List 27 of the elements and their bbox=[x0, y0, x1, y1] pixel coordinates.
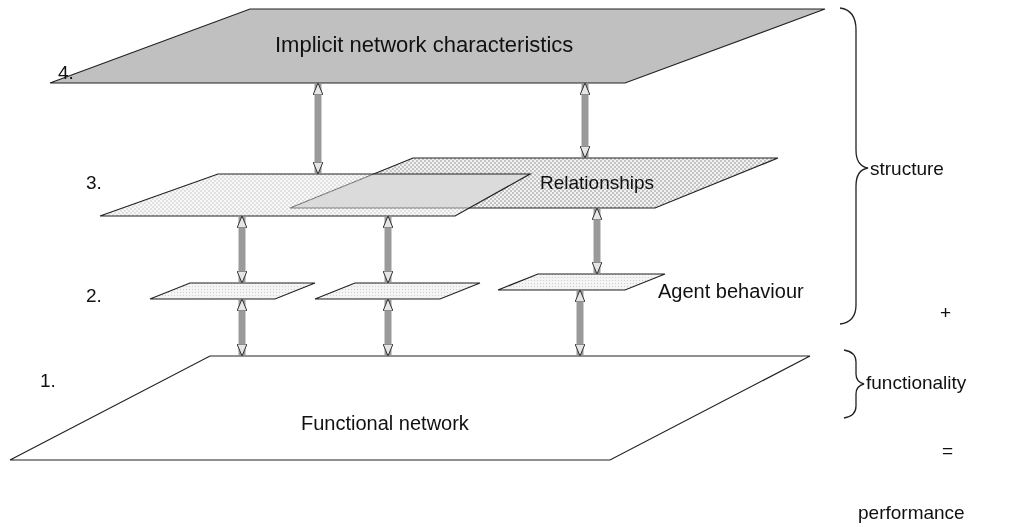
layer-plane bbox=[10, 356, 810, 460]
double-arrow bbox=[312, 82, 324, 175]
layer-plane bbox=[290, 158, 778, 208]
layer-plane bbox=[100, 174, 530, 216]
operator-sign: + bbox=[940, 302, 952, 324]
double-arrow bbox=[579, 82, 591, 159]
double-arrow bbox=[236, 298, 248, 357]
operator-sign: = bbox=[942, 440, 954, 462]
layer-plane bbox=[150, 283, 315, 299]
double-arrow bbox=[591, 207, 603, 275]
layer-title: Agent behaviour bbox=[658, 280, 804, 302]
layer-title: Functional network bbox=[301, 412, 469, 434]
layer-number: 4. bbox=[58, 62, 74, 84]
double-arrow bbox=[236, 215, 248, 284]
layer-title: Implicit network characteristics bbox=[275, 34, 574, 56]
layer-title: Relationships bbox=[540, 172, 655, 194]
layer-number: 2. bbox=[86, 285, 102, 307]
layer-number: 1. bbox=[40, 370, 56, 392]
result-label: performance bbox=[858, 502, 965, 524]
double-arrow bbox=[574, 289, 586, 357]
double-arrow bbox=[382, 298, 394, 357]
bracket-label: functionality bbox=[866, 372, 967, 394]
layer-plane bbox=[50, 9, 825, 83]
layer-plane bbox=[315, 283, 480, 299]
bracket-label: structure bbox=[870, 158, 944, 180]
layer-number: 3. bbox=[86, 172, 102, 194]
double-arrow bbox=[382, 215, 394, 284]
